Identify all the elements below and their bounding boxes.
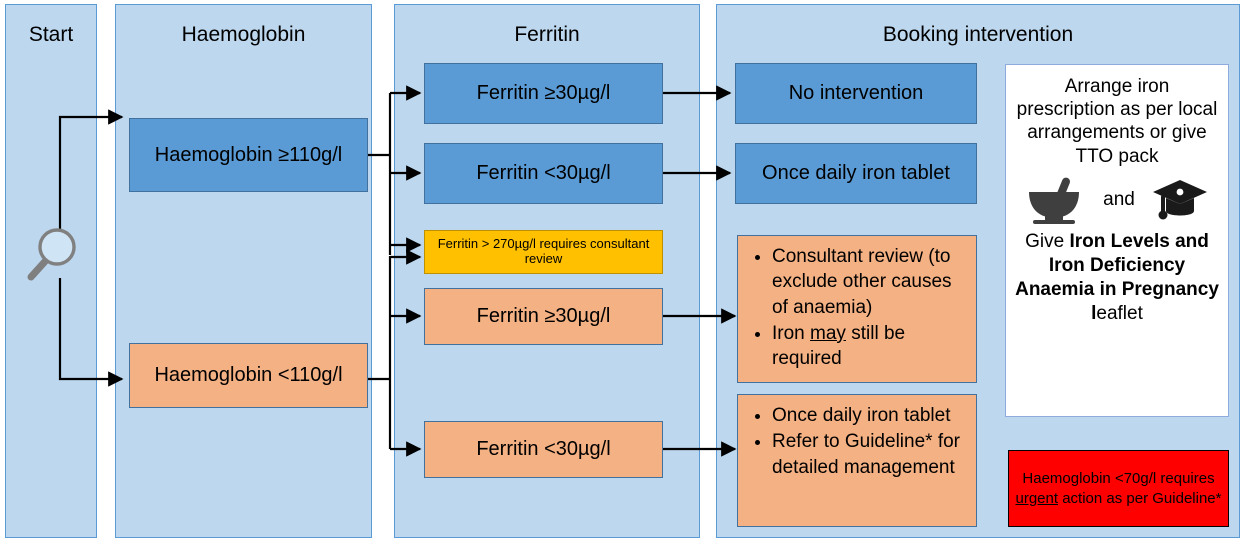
haemoglobin-normal-box[interactable]: Haemoglobin ≥110g/l bbox=[129, 118, 368, 192]
haemoglobin-low-box[interactable]: Haemoglobin <110g/l bbox=[129, 343, 368, 408]
lane-title-ferritin: Ferritin bbox=[514, 23, 580, 46]
ferritin-consultant-note-box[interactable]: Ferritin > 270µg/l requires consultant r… bbox=[424, 230, 663, 274]
info-panel-footer: Give Iron Levels and Iron Deficiency Ana… bbox=[1014, 230, 1220, 326]
guideline-bullet-2: Refer to Guideline* for detailed managem… bbox=[772, 429, 966, 480]
urgent-note-underline: urgent bbox=[1015, 489, 1059, 507]
ferritin-anaemic-low-box[interactable]: Ferritin <30µg/l bbox=[424, 421, 663, 478]
iron-prescription-info-panel: Arrange iron prescription as per local a… bbox=[1005, 64, 1229, 417]
guideline-bullet-1: Once daily iron tablet bbox=[772, 403, 966, 428]
urgent-note-text: Haemoglobin <70g/l requires urgent actio… bbox=[1015, 469, 1222, 508]
lane-title-haemoglobin: Haemoglobin bbox=[181, 23, 306, 46]
ferritin-anaemic-high-box[interactable]: Ferritin ≥30µg/l bbox=[424, 288, 663, 345]
bullet-2-post: still be required bbox=[772, 322, 906, 370]
consultant-review-bullets: Consultant review (to exclude other caus… bbox=[746, 244, 966, 371]
lane-haemoglobin: Haemoglobin bbox=[115, 4, 372, 538]
once-daily-iron-tablet-box[interactable]: Once daily iron tablet bbox=[735, 143, 977, 204]
magnifier-icon bbox=[27, 228, 76, 281]
urgent-haemoglobin-note[interactable]: Haemoglobin <70g/l requires urgent actio… bbox=[1008, 450, 1229, 527]
consultant-review-bullet-1: Consultant review (to exclude other caus… bbox=[772, 244, 966, 320]
bullet-2-pre: Iron bbox=[772, 322, 811, 344]
lane-start: Start bbox=[5, 4, 97, 538]
consultant-review-box[interactable]: Consultant review (to exclude other caus… bbox=[737, 235, 977, 383]
info-panel-icon-row: and bbox=[1014, 174, 1220, 226]
lane-title-booking-intervention: Booking intervention bbox=[882, 23, 1074, 46]
info-footer-pre: Give bbox=[1025, 230, 1070, 252]
guideline-management-box[interactable]: Once daily iron tablet Refer to Guidelin… bbox=[737, 394, 977, 527]
no-intervention-box[interactable]: No intervention bbox=[735, 63, 977, 124]
info-footer-bold: Iron Levels and Iron Deficiency Anaemia … bbox=[1015, 230, 1219, 324]
graduation-cap-icon bbox=[1152, 179, 1207, 220]
consultant-review-bullet-2: Iron may still be required bbox=[772, 321, 966, 372]
guideline-management-bullets: Once daily iron tablet Refer to Guidelin… bbox=[746, 403, 966, 480]
and-label: and bbox=[1103, 188, 1135, 210]
urgent-note-post: action as per Guideline* bbox=[1058, 489, 1222, 507]
ferritin-normal-high-box[interactable]: Ferritin ≥30µg/l bbox=[424, 63, 663, 124]
info-footer-post: eaflet bbox=[1096, 302, 1143, 324]
bullet-2-underline: may bbox=[810, 322, 846, 344]
mortar-and-pestle-icon bbox=[1029, 177, 1080, 224]
urgent-note-pre: Haemoglobin <70g/l requires bbox=[1022, 470, 1215, 487]
ferritin-normal-low-box[interactable]: Ferritin <30µg/l bbox=[424, 143, 663, 204]
lane-title-start: Start bbox=[28, 23, 74, 46]
info-panel-heading: Arrange iron prescription as per local a… bbox=[1016, 76, 1218, 167]
